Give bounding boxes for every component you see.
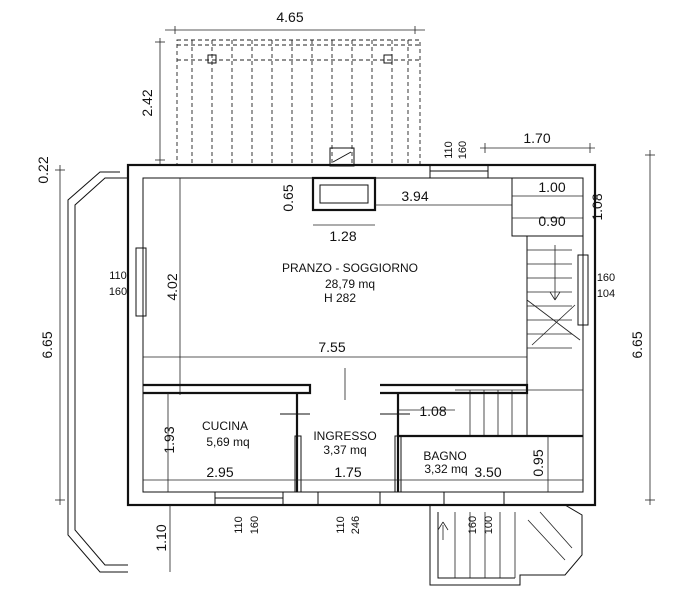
room-pranzo-height: H 282 xyxy=(324,291,356,305)
dim-wall-offset: 0.22 xyxy=(35,156,51,183)
dim-right-height: 6.65 xyxy=(629,331,645,358)
dim-pergola-width: 4.65 xyxy=(276,9,303,25)
room-cucina-area: 5,69 mq xyxy=(206,435,249,449)
dim-balcony-right: 1.70 xyxy=(523,130,550,146)
dim-hall-width: 1.08 xyxy=(419,403,446,419)
kitchen-window-h: 160 xyxy=(249,516,261,534)
dim-bottom-offset: 1.10 xyxy=(153,524,169,551)
dim-fireplace-width: 1.28 xyxy=(329,228,356,244)
top-window xyxy=(429,164,489,179)
chimney xyxy=(311,147,377,212)
partition-walls xyxy=(143,383,583,493)
staircase xyxy=(455,177,584,437)
dim-left-height: 6.65 xyxy=(39,331,55,358)
dim-living-width: 7.55 xyxy=(318,339,345,355)
room-bagno-name: BAGNO xyxy=(423,449,466,463)
stair-door-h: 100 xyxy=(483,516,495,534)
dim-stair-2: 0.90 xyxy=(538,213,565,229)
dim-living-depth: 4.02 xyxy=(164,273,180,300)
left-window xyxy=(135,247,147,317)
left-window-w: 110 xyxy=(109,270,127,282)
kitchen-window-w: 110 xyxy=(233,516,245,534)
room-cucina-name: CUCINA xyxy=(202,419,248,433)
entrance-door xyxy=(317,491,381,506)
room-ingresso-area: 3,37 mq xyxy=(323,443,366,457)
right-window xyxy=(577,254,589,326)
dim-bath-width: 3.50 xyxy=(474,464,501,480)
stair-door-w: 160 xyxy=(467,516,479,534)
dim-bath-depth: 0.95 xyxy=(530,449,546,476)
right-window-h: 104 xyxy=(597,288,615,300)
room-bagno-area: 3,32 mq xyxy=(424,462,467,476)
dim-entrance-width: 1.75 xyxy=(334,464,361,480)
entrance-door-w: 110 xyxy=(335,516,347,534)
dim-fireplace-depth: 0.65 xyxy=(280,184,296,211)
room-ingresso-name: INGRESSO xyxy=(313,429,376,443)
top-window-h: 160 xyxy=(457,141,469,159)
room-pranzo-name: PRANZO - SOGGIORNO xyxy=(282,261,418,275)
pergola xyxy=(155,26,425,166)
top-window-w: 110 xyxy=(443,141,455,159)
dim-kitchen-width: 2.95 xyxy=(206,464,233,480)
dim-stair-3: 1.08 xyxy=(589,193,605,220)
dim-living-partial: 3.94 xyxy=(401,188,428,204)
left-balcony xyxy=(55,165,128,573)
right-window-w: 160 xyxy=(597,272,615,284)
left-window-h: 160 xyxy=(109,286,127,298)
stair-door xyxy=(443,491,505,506)
entrance-door-h: 246 xyxy=(350,516,362,534)
dim-pergola-depth: 2.42 xyxy=(139,89,155,116)
outdoor-steps xyxy=(429,504,583,586)
dim-kitchen-depth: 1.93 xyxy=(161,426,177,453)
dim-stair-1: 1.00 xyxy=(538,179,565,195)
room-pranzo-area: 28,79 mq xyxy=(325,277,375,291)
